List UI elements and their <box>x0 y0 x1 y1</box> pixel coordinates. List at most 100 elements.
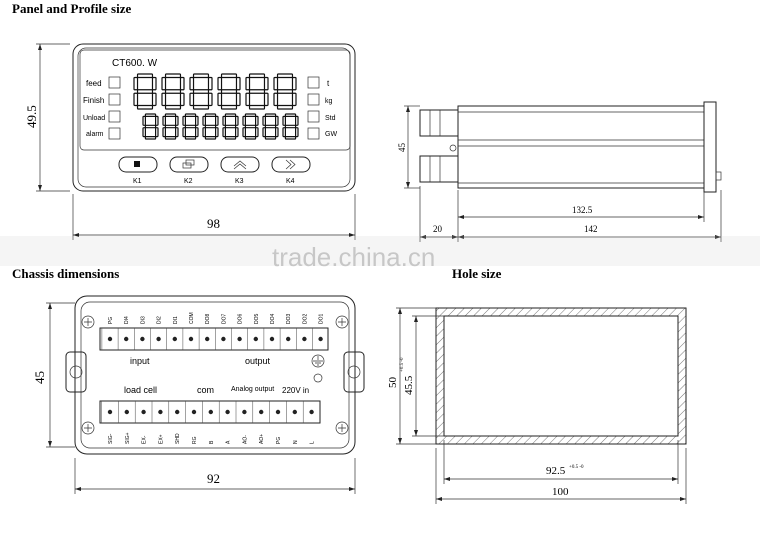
indicator-led-kg <box>307 93 320 106</box>
pin-label: AO- <box>242 435 248 444</box>
dim-panel-width: 98 <box>207 216 220 231</box>
pin-label: SHD <box>175 433 181 444</box>
dim-hole-inner-width: 92.5 <box>546 465 566 477</box>
terminal-screw <box>124 336 129 342</box>
main-digit <box>161 73 185 110</box>
pin-label: DO7 <box>221 314 227 325</box>
pin-label: A <box>226 440 232 444</box>
chassis-inner <box>80 301 350 449</box>
indicator-led-std <box>307 110 320 123</box>
dim-profile-height: 45 <box>397 143 407 153</box>
indicator-led-t <box>307 76 320 89</box>
secondary-digit <box>242 113 259 140</box>
indicator-led-feed <box>108 76 121 89</box>
secondary-digit <box>282 113 299 140</box>
indicator-label-finish: Finish <box>83 96 104 105</box>
terminal-screw <box>107 336 113 342</box>
terminal-plug-top <box>419 109 459 137</box>
pin-label: DI2 <box>157 316 163 324</box>
pin-label: DO4 <box>270 314 276 325</box>
indicator-label-unload: Unload <box>83 115 105 122</box>
pin-label: COM <box>189 312 195 324</box>
terminal-screw <box>253 336 258 342</box>
dim-panel-height: 49.5 <box>24 105 39 128</box>
chassis-outer <box>74 295 356 455</box>
watermark: trade.china.cn <box>0 236 760 272</box>
main-digit <box>245 73 269 110</box>
unit-label-std: Std <box>325 115 336 122</box>
key-label-k2: K2 <box>184 178 193 185</box>
main-digit <box>189 73 213 110</box>
terminal-screw <box>309 409 314 415</box>
key-k2[interactable] <box>169 156 209 173</box>
terminal-screw <box>221 336 226 342</box>
pin-label: DI3 <box>140 316 146 324</box>
front-panel-outer <box>72 43 356 192</box>
pin-label: PG <box>276 437 282 444</box>
terminal-screw <box>158 409 163 415</box>
pin-label: DO3 <box>286 314 292 325</box>
profile-body <box>457 105 705 189</box>
pin-label: DI1 <box>173 316 179 324</box>
pin-label: DO5 <box>254 314 260 325</box>
terminal-screw <box>259 409 264 415</box>
terminal-screw <box>242 409 247 415</box>
key-k3[interactable] <box>220 156 260 173</box>
main-display-digits <box>133 73 297 110</box>
side-profile-view: 45 132.5 20 142 <box>397 101 722 242</box>
secondary-digit <box>262 113 279 140</box>
terminal-screw <box>269 336 275 342</box>
label-power-in: 220V in <box>282 386 309 395</box>
pin-label: DO1 <box>319 314 325 325</box>
key-k1[interactable] <box>118 156 158 173</box>
key-k4[interactable] <box>271 156 311 173</box>
pin-label: DO2 <box>302 314 308 325</box>
unit-label-t: t <box>327 79 330 88</box>
terminal-screw <box>286 336 291 342</box>
key-label-k1: K1 <box>133 178 142 185</box>
window-icon <box>182 162 192 169</box>
terminal-screw <box>292 409 297 415</box>
pin-label: N <box>293 440 299 444</box>
terminal-screw <box>318 336 323 342</box>
secondary-digit <box>142 113 159 140</box>
stop-icon <box>134 161 140 167</box>
label-output: output <box>245 356 271 366</box>
terminal-screw <box>141 409 146 415</box>
indicator-label-feed: feed <box>86 79 102 88</box>
terminal-screw <box>172 336 177 342</box>
key-label-k4: K4 <box>286 178 295 185</box>
terminal-screw <box>237 336 242 342</box>
indicator-label-alarm: alarm <box>86 131 104 138</box>
terminal-screw <box>208 409 213 415</box>
dim-chassis-height: 45 <box>32 371 47 384</box>
pin-label: RG <box>192 436 198 444</box>
terminal-screw <box>140 336 145 342</box>
dim-hole-outer-width: 100 <box>552 486 569 498</box>
secondary-digit <box>182 113 199 140</box>
indicator-led-gw <box>307 127 320 140</box>
terminal-screw <box>191 409 197 415</box>
double-chevron-right-icon <box>285 159 296 170</box>
dim-chassis-width: 92 <box>207 471 220 486</box>
watermark-text: trade.china.cn <box>272 242 435 272</box>
unit-label-gw: GW <box>325 131 337 138</box>
title-hole: Hole size <box>452 266 502 281</box>
secondary-display-digits <box>142 113 299 140</box>
pin-label: AO+ <box>259 434 265 444</box>
pin-label: EX- <box>142 435 148 444</box>
label-input: input <box>130 356 150 366</box>
pin-label: B <box>209 440 215 444</box>
main-digit <box>133 73 157 110</box>
indicator-led-finish <box>108 93 121 106</box>
main-digit <box>273 73 297 110</box>
key-label-k3: K3 <box>235 178 244 185</box>
terminal-screw <box>124 409 129 415</box>
hole-cutout <box>443 315 679 437</box>
pin-label: DI4 <box>124 316 130 324</box>
terminal-screw <box>107 409 113 415</box>
dim-hole-inner-width-tol: +0.5 -0 <box>569 465 584 470</box>
terminal-screw <box>175 409 180 415</box>
indicator-led-unload <box>108 110 121 123</box>
terminal-screw <box>275 409 281 415</box>
